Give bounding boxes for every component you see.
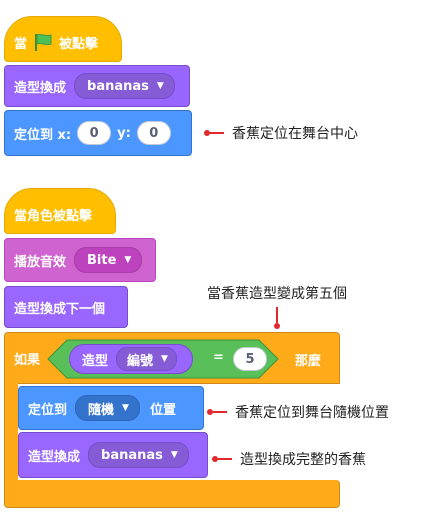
costume-number-dropdown[interactable]: 編號 ▼ — [116, 347, 177, 371]
costume-dropdown-value-2: bananas — [101, 447, 163, 463]
dropdown-arrow-icon: ▼ — [122, 403, 129, 413]
switch-costume-label: 造型換成 — [14, 80, 67, 96]
when-sprite-clicked-block[interactable]: 當角色被點擊 — [4, 188, 116, 234]
annotation-line — [218, 458, 232, 460]
annotation-fifth-costume: 當香蕉造型變成第五個 — [207, 283, 347, 329]
annotation-line — [276, 307, 278, 323]
annotation-complete: 造型換成完整的香蕉 — [212, 449, 366, 469]
annotation-center: 香蕉定位在舞台中心 — [204, 123, 358, 143]
go-to-random-suffix: 位置 — [149, 402, 176, 418]
annotation-dot — [204, 130, 210, 136]
switch-costume-block[interactable]: 造型換成 bananas ▼ — [4, 65, 190, 107]
play-sound-label: 播放音效 — [14, 254, 67, 270]
equals-sign: = — [213, 350, 224, 365]
next-costume-label: 造型換成下一個 — [14, 301, 106, 317]
when-sprite-clicked-label: 當角色被點擊 — [14, 208, 93, 224]
annotation-random: 香蕉定位到舞台隨機位置 — [207, 402, 389, 422]
if-footer — [4, 480, 340, 508]
go-to-y-label: y: — [117, 125, 131, 141]
sound-dropdown[interactable]: Bite ▼ — [74, 247, 143, 273]
next-costume-block[interactable]: 造型換成下一個 — [4, 286, 128, 328]
if-label: 如果 — [14, 352, 41, 368]
if-left-arm — [4, 383, 18, 483]
when-flag-clicked-block[interactable]: 當 被點擊 — [4, 16, 122, 62]
go-to-random-block[interactable]: 定位到 隨機 ▼ 位置 — [18, 386, 204, 430]
position-dropdown-value: 隨機 — [88, 402, 115, 418]
y-input[interactable]: 0 — [136, 121, 171, 145]
green-flag-icon — [33, 33, 53, 51]
annotation-fifth-costume-text: 當香蕉造型變成第五個 — [207, 286, 347, 302]
costume-dropdown-value: bananas — [87, 78, 149, 94]
play-sound-block[interactable]: 播放音效 Bite ▼ — [4, 238, 156, 282]
switch-costume-label-2: 造型換成 — [28, 449, 81, 465]
annotation-line — [210, 132, 224, 134]
annotation-center-text: 香蕉定位在舞台中心 — [232, 126, 358, 142]
dropdown-arrow-icon: ▼ — [124, 255, 132, 265]
annotation-random-text: 香蕉定位到舞台隨機位置 — [235, 405, 389, 421]
compare-value-input[interactable]: 5 — [233, 347, 267, 371]
go-to-xy-block[interactable]: 定位到 x: 0 y: 0 — [4, 110, 192, 156]
dropdown-arrow-icon: ▼ — [156, 81, 164, 91]
x-input[interactable]: 0 — [77, 121, 112, 145]
if-header[interactable]: 如果 造型 編號 ▼ = 5 那麼 — [4, 332, 340, 384]
when-flag-prefix: 當 — [14, 36, 28, 52]
then-label: 那麼 — [295, 354, 322, 369]
go-to-x-label: 定位到 x: — [14, 127, 72, 143]
when-flag-suffix: 被點擊 — [59, 36, 99, 52]
dropdown-arrow-icon: ▼ — [161, 354, 168, 364]
equals-operator[interactable]: 造型 編號 ▼ = 5 — [47, 339, 279, 379]
costume-number-dropdown-value: 編號 — [127, 353, 154, 369]
if-then-block[interactable]: 如果 造型 編號 ▼ = 5 那麼 定位到 隨機 ▼ 位置 — [4, 332, 340, 508]
go-to-random-label: 定位到 — [28, 402, 68, 418]
annotation-dot — [207, 409, 213, 415]
annotation-dot — [212, 456, 218, 462]
switch-costume-block-2[interactable]: 造型換成 bananas ▼ — [18, 432, 208, 478]
costume-dropdown-2[interactable]: bananas ▼ — [88, 442, 189, 468]
sound-dropdown-value: Bite — [87, 252, 117, 268]
annotation-line — [213, 411, 227, 413]
dropdown-arrow-icon: ▼ — [170, 450, 178, 460]
costume-reporter-label: 造型 — [82, 353, 109, 369]
costume-dropdown[interactable]: bananas ▼ — [74, 73, 175, 99]
costume-reporter[interactable]: 造型 編號 ▼ — [69, 344, 193, 374]
annotation-complete-text: 造型換成完整的香蕉 — [240, 452, 366, 468]
position-dropdown[interactable]: 隨機 ▼ — [75, 395, 140, 421]
annotation-dot — [274, 323, 280, 329]
